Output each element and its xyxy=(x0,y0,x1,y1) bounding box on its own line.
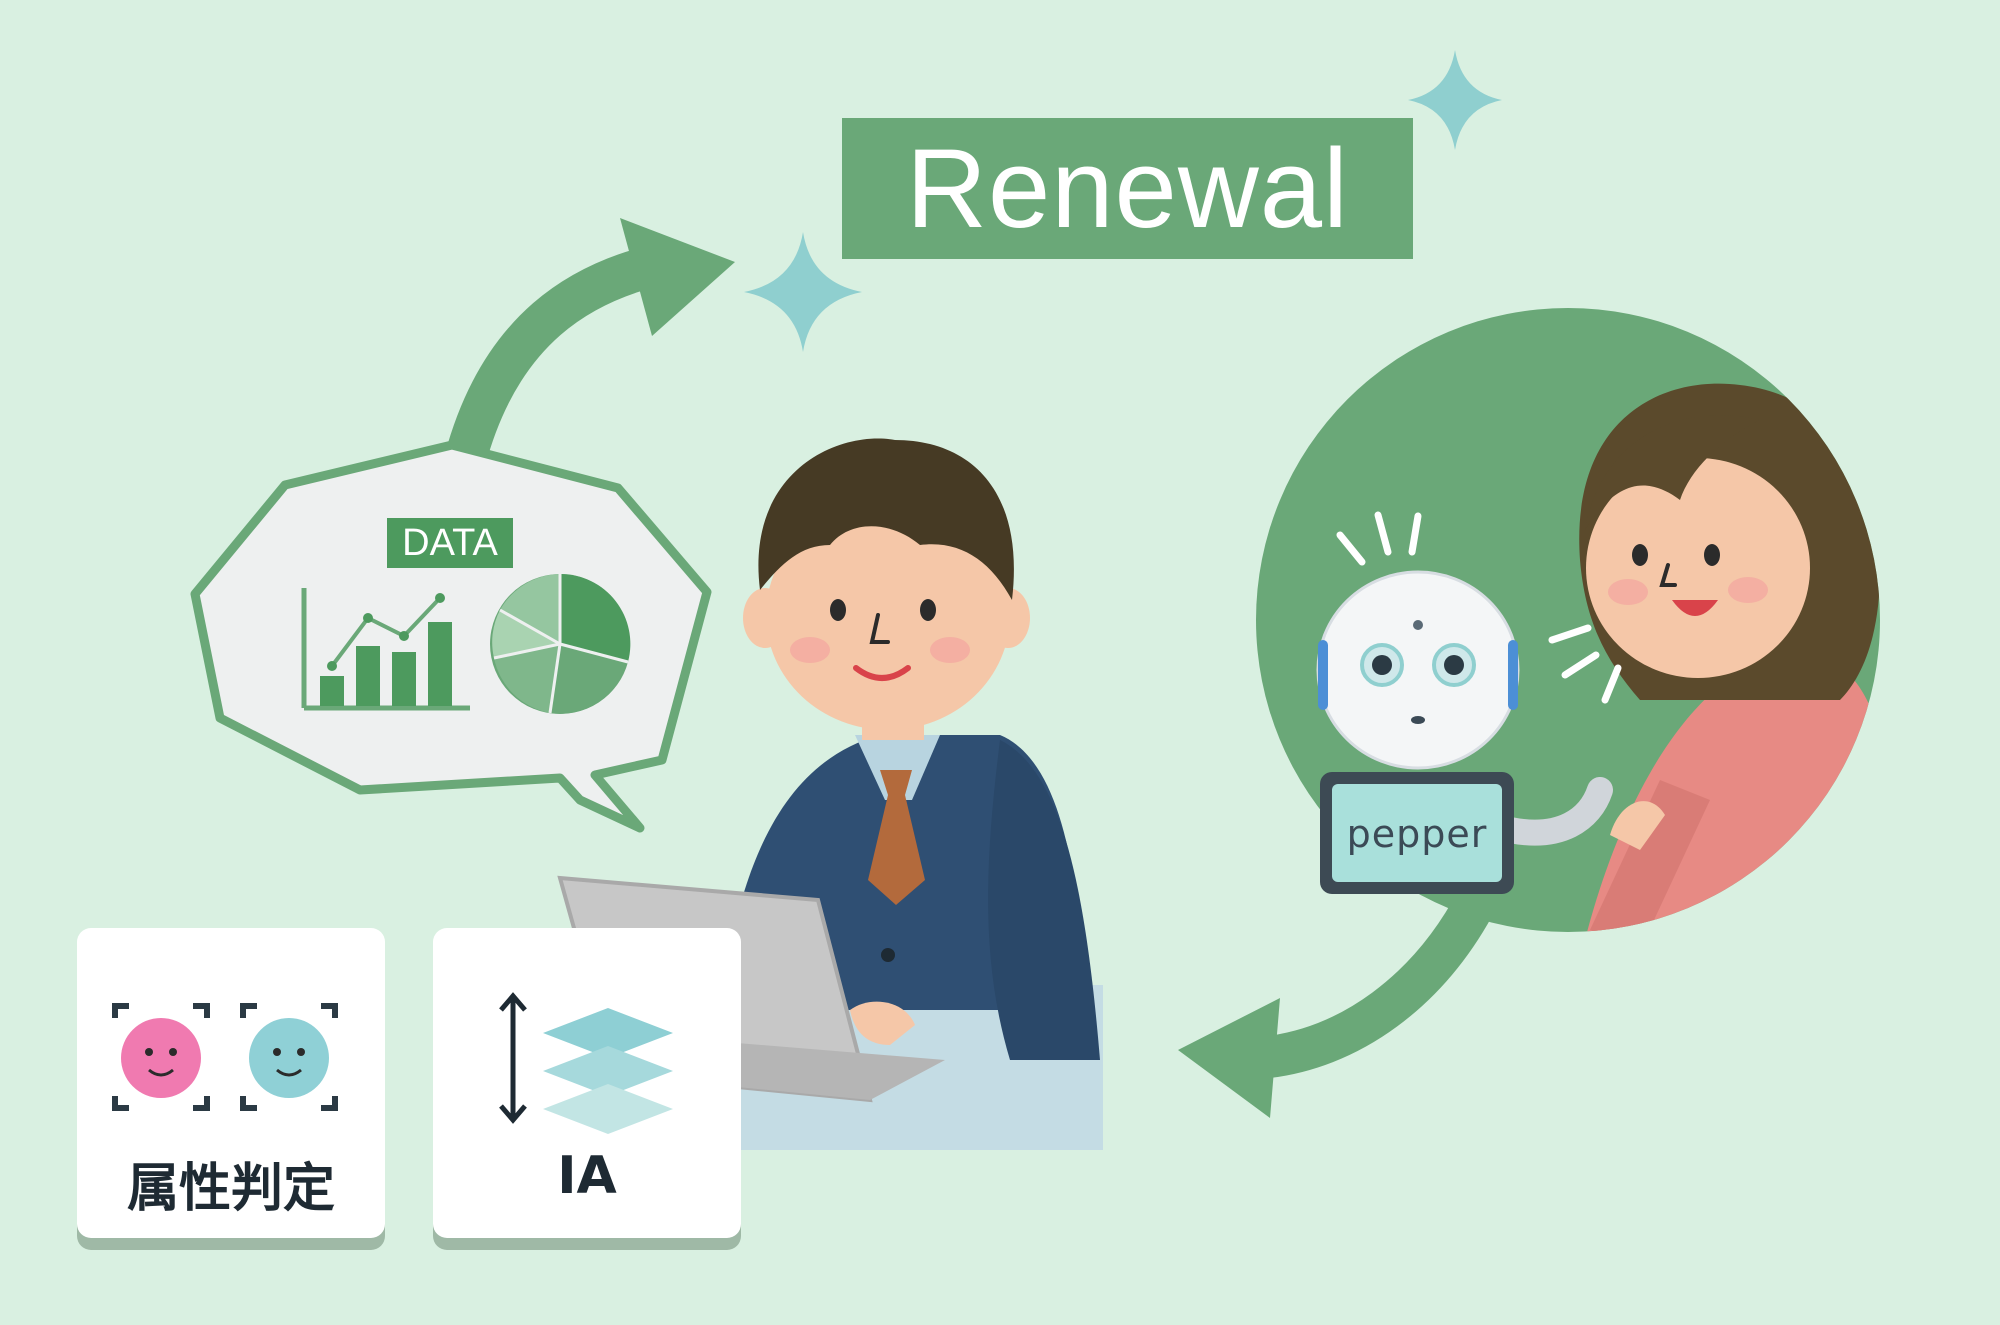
renewal-banner: Renewal xyxy=(842,118,1413,259)
card-label: 属性判定 xyxy=(126,1159,335,1219)
robot-tablet-text: pepper xyxy=(1346,812,1488,856)
renewal-arrow-down xyxy=(1178,877,1499,1118)
card-label: IA xyxy=(557,1146,617,1206)
customer-scene xyxy=(1256,308,1880,932)
renewal-arrow-up xyxy=(444,218,735,481)
bar-chart-icon xyxy=(301,588,470,711)
sparkle-icon xyxy=(744,232,862,352)
feature-card-ia: IA xyxy=(433,928,741,1238)
data-tag: DATA xyxy=(387,518,513,568)
banner-title: Renewal xyxy=(906,125,1349,251)
robot-pepper xyxy=(1316,570,1613,894)
pie-chart-icon xyxy=(490,573,631,714)
sparkle-icon xyxy=(1408,50,1502,150)
feature-card-attribute: 属性判定 xyxy=(77,928,385,1238)
